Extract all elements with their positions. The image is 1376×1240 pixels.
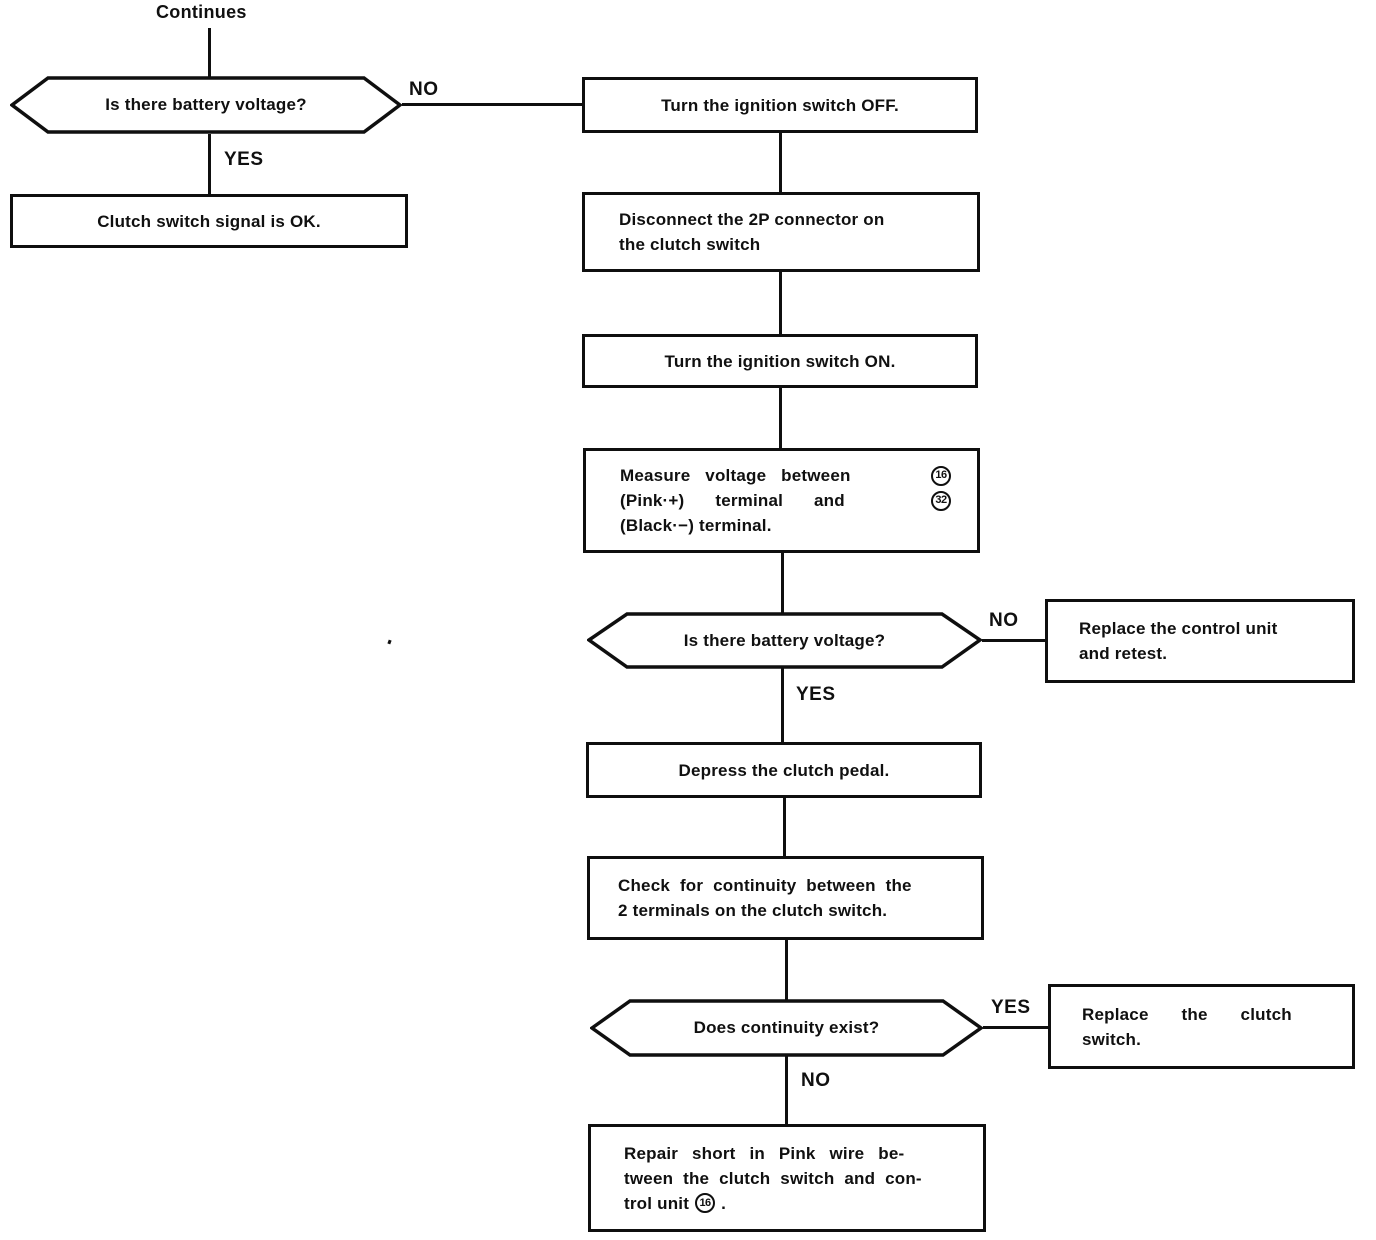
box-label: Clutch switch signal is OK. [97,211,321,231]
box-label: Turn the ignition switch OFF. [661,95,899,115]
box-label-line1: Check for continuity between the [618,876,912,895]
connector-ignon-measure [779,388,782,449]
measure-text-1: Measure voltage between [620,466,851,485]
box-label-line1: Replace the clutch [1082,1004,1292,1024]
decision-battery-voltage-2: Is there battery voltage? [587,612,982,669]
hexagon-shape [587,612,982,669]
hexagon-shape [10,76,402,134]
box-label-line2: 2 terminals on the clutch switch. [618,901,888,920]
continues-label: Continues [156,2,247,22]
box-label-line2: switch. [1082,1029,1142,1049]
box-replace-clutch-switch: Replace the clutch switch. [1048,984,1355,1069]
decision-label: Does continuity exist? [693,1018,880,1037]
box-check-continuity: Check for continuity between the 2 termi… [587,856,984,940]
connector-disconnect-ignon [779,272,782,334]
box-ignition-on: Turn the ignition switch ON. [582,334,978,388]
pin-16-circled: 16 [931,465,951,486]
box-label-line2: tween the clutch switch and con- [624,1168,922,1188]
pin-16-circled: 16 [695,1193,716,1213]
repair-text: trol unit [624,1193,690,1213]
repair-period: . [721,1193,726,1213]
connector-q3-yes [983,1026,1049,1029]
box-label-line1: Replace the control unit [1079,619,1278,638]
box-repair-short: Repair short in Pink wire be- tween the … [588,1124,986,1232]
edge-label-yes-2: YES [796,684,836,705]
box-label-line2: the clutch switch [619,235,761,254]
edge-label-no-3: NO [801,1070,831,1091]
connector-q2-no [982,639,1046,642]
edge-label-yes-1: YES [224,149,264,170]
box-measure-voltage: Measure voltage between 16 (Pink·+) term… [583,448,980,553]
connector-q2-yes [781,668,784,744]
decision-label: Is there battery voltage? [105,95,307,114]
edge-label-yes-3: YES [991,997,1031,1018]
box-label-line1: Disconnect the 2P connector on [619,210,885,229]
edge-label-no-1: NO [409,79,439,100]
box-label-line2: and retest. [1079,644,1168,663]
box-depress-clutch-pedal: Depress the clutch pedal. [586,742,982,798]
box-label: Depress the clutch pedal. [678,760,890,780]
measure-line-2: (Pink·+) terminal and 32 [620,488,951,513]
connector-q3-no [785,1056,788,1126]
decision-battery-voltage-1: Is there battery voltage? [10,76,402,134]
scan-speck-artifact [387,639,392,645]
decision-label: Is there battery voltage? [683,630,886,650]
measure-line-3: (Black·−) terminal. [620,513,951,538]
box-label: Turn the ignition switch ON. [664,351,896,371]
box-replace-control-unit: Replace the control unit and retest. [1045,599,1355,683]
hexagon-shape [590,999,983,1057]
box-ignition-off: Turn the ignition switch OFF. [582,77,978,133]
measure-line-1: Measure voltage between 16 [620,463,951,488]
edge-label-no-2: NO [989,610,1019,631]
box-label-line1: Repair short in Pink wire be- [624,1143,905,1163]
measure-text-2: (Pink·+) terminal and [620,491,845,510]
box-clutch-switch-ok: Clutch switch signal is OK. [10,194,408,248]
connector-ignoff-disconnect [779,132,782,194]
box-disconnect-2p: Disconnect the 2P connector on the clutc… [582,192,980,272]
measure-text-3: (Black·−) terminal. [620,516,772,535]
connector-check-q3 [785,939,788,1000]
decision-continuity-exists: Does continuity exist? [590,999,983,1057]
pin-32-circled: 32 [931,490,951,511]
connector-q1-yes [208,134,211,195]
connector-continues-to-q1 [208,28,211,77]
connector-depress-check [783,796,786,858]
box-label-line3: trol unit 16 . [624,1191,726,1216]
connector-q1-no [402,103,583,106]
connector-measure-q2 [781,552,784,613]
